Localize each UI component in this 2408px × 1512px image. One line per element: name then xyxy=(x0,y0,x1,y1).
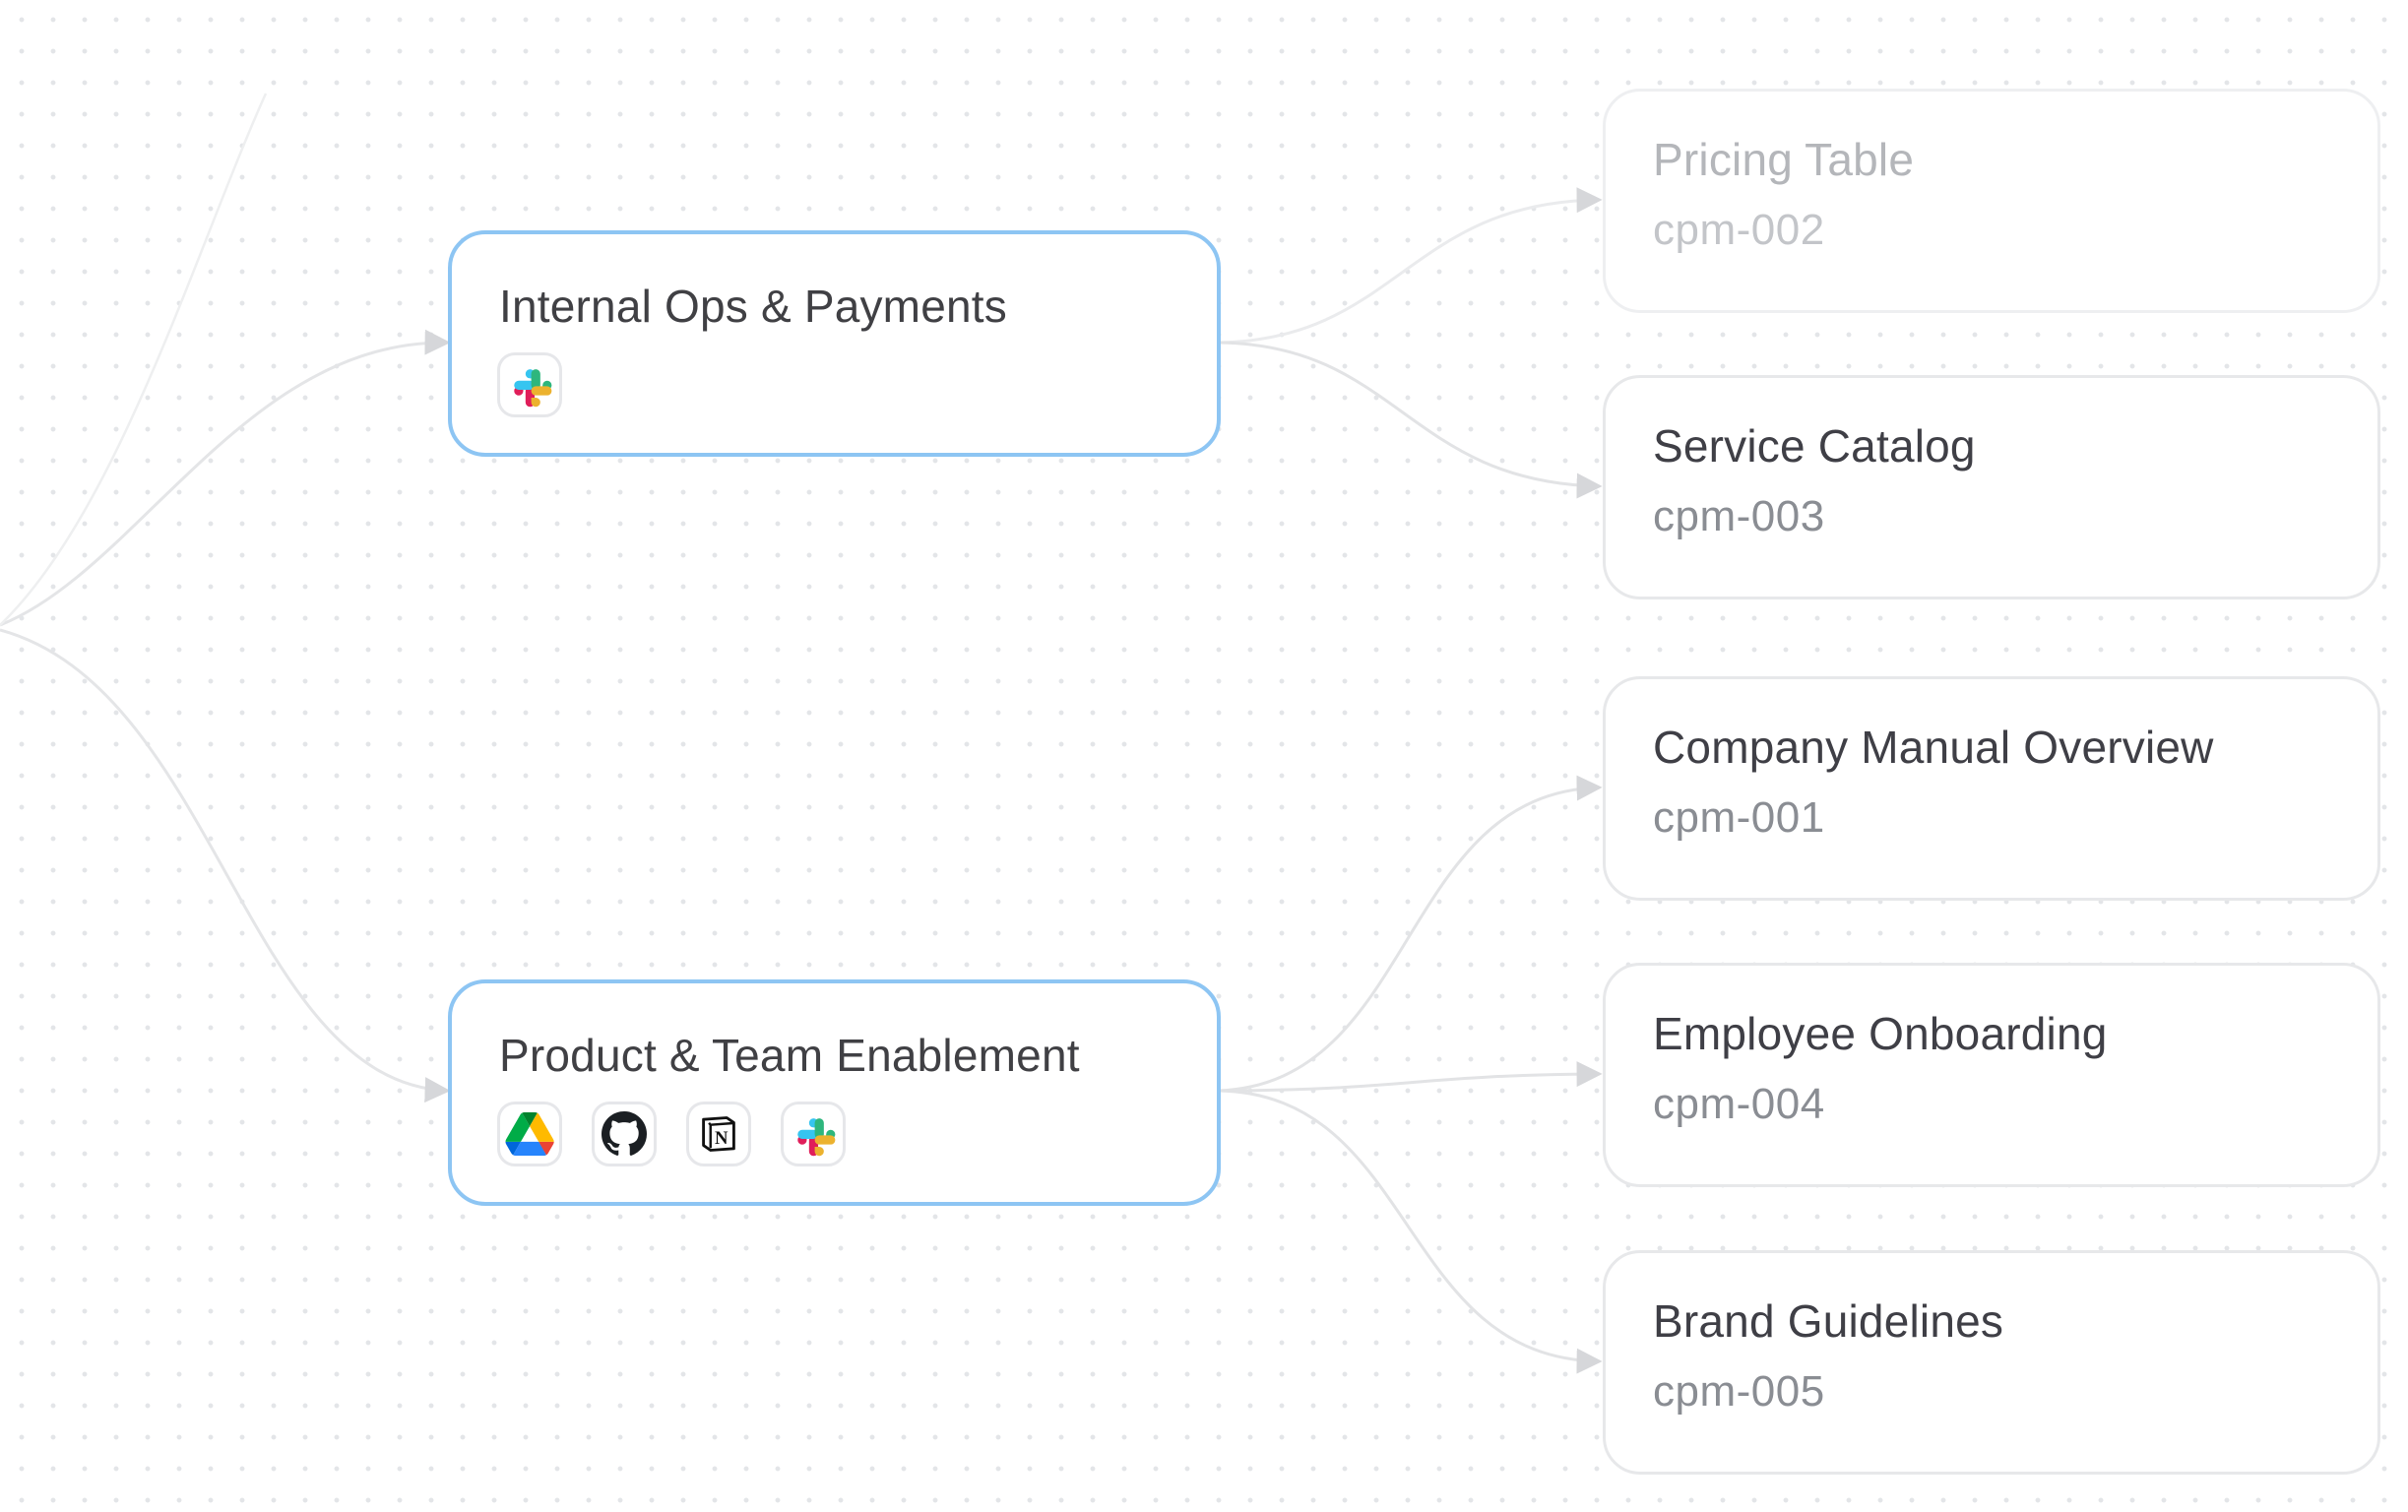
group-node-product-team[interactable]: Product & Team Enablement xyxy=(448,979,1221,1206)
doc-node-service-catalog[interactable]: Service Catalog cpm-003 xyxy=(1603,375,2380,599)
github-icon xyxy=(592,1102,657,1166)
doc-node-company-manual-overview[interactable]: Company Manual Overview cpm-001 xyxy=(1603,676,2380,901)
doc-id: cpm-002 xyxy=(1653,206,1825,254)
doc-node-brand-guidelines[interactable]: Brand Guidelines cpm-005 xyxy=(1603,1250,2380,1475)
doc-node-employee-onboarding[interactable]: Employee Onboarding cpm-004 xyxy=(1603,963,2380,1187)
edge-root-to-internal-ops xyxy=(0,329,451,627)
doc-title: Service Catalog xyxy=(1653,420,1976,472)
google-drive-icon xyxy=(497,1102,562,1166)
doc-title: Employee Onboarding xyxy=(1653,1008,2108,1059)
edge-root-upper-faint xyxy=(0,93,268,626)
group-title: Product & Team Enablement xyxy=(499,1030,1080,1081)
slack-icon xyxy=(497,352,562,417)
svg-text:N: N xyxy=(715,1128,729,1149)
edge-product-team-to-employee-onboarding xyxy=(1218,1061,1603,1093)
slack-icon xyxy=(781,1102,846,1166)
group-node-internal-ops[interactable]: Internal Ops & Payments xyxy=(448,230,1221,457)
edge-product-team-to-company-manual xyxy=(1218,775,1603,1093)
group-title: Internal Ops & Payments xyxy=(499,281,1007,332)
edge-product-team-to-brand-guidelines xyxy=(1218,1089,1603,1374)
doc-id: cpm-004 xyxy=(1653,1080,1825,1128)
doc-node-pricing-table[interactable]: Pricing Table cpm-002 xyxy=(1603,89,2380,313)
integration-icons xyxy=(497,352,562,417)
doc-title: Company Manual Overview xyxy=(1653,722,2214,773)
doc-title: Pricing Table xyxy=(1653,134,1915,185)
doc-id: cpm-001 xyxy=(1653,793,1825,842)
edge-internal-ops-to-service-catalog xyxy=(1218,341,1603,499)
notion-icon: N xyxy=(686,1102,751,1166)
edge-internal-ops-to-pricing-table xyxy=(1218,187,1603,345)
edge-root-to-product-team xyxy=(0,628,451,1103)
doc-title: Brand Guidelines xyxy=(1653,1295,2004,1347)
integration-icons: N xyxy=(497,1102,846,1166)
doc-id: cpm-005 xyxy=(1653,1367,1825,1416)
doc-id: cpm-003 xyxy=(1653,492,1825,540)
